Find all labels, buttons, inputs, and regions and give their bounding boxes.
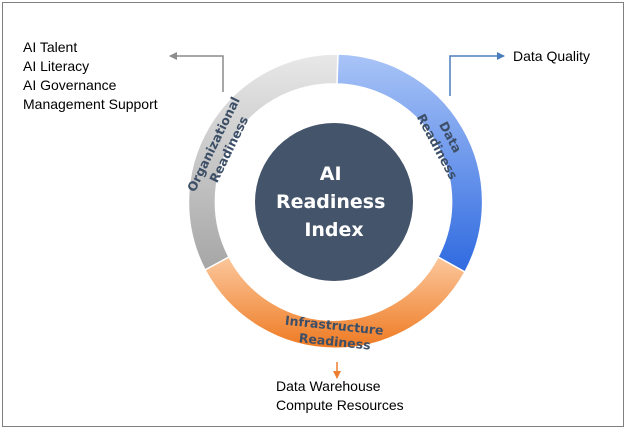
center-line-1: AI bbox=[320, 163, 342, 185]
infrastructure-callout-list: Data Warehouse Compute Resources bbox=[276, 377, 404, 415]
infrastructure-readiness-segment bbox=[203, 255, 467, 350]
center-title: AI Readiness Index bbox=[276, 163, 392, 241]
organizational-callout-list: AI Talent AI Literacy AI Governance Mana… bbox=[23, 38, 158, 114]
callout-item-management-support: Management Support bbox=[23, 96, 158, 112]
center-line-2: Readiness bbox=[276, 191, 385, 213]
center-line-3: Index bbox=[304, 219, 363, 241]
organizational-arrow bbox=[169, 52, 224, 92]
data-callout-list: Data Quality bbox=[513, 47, 590, 66]
callout-item-compute-resources: Compute Resources bbox=[276, 397, 404, 413]
callout-item-ai-talent: AI Talent bbox=[23, 39, 78, 55]
data-arrow bbox=[449, 52, 505, 96]
callout-item-data-quality: Data Quality bbox=[513, 48, 591, 64]
callout-item-ai-literacy: AI Literacy bbox=[23, 58, 90, 74]
callout-item-ai-governance: AI Governance bbox=[23, 77, 117, 93]
callout-item-data-warehouse: Data Warehouse bbox=[276, 378, 381, 394]
center-circle bbox=[255, 123, 413, 281]
